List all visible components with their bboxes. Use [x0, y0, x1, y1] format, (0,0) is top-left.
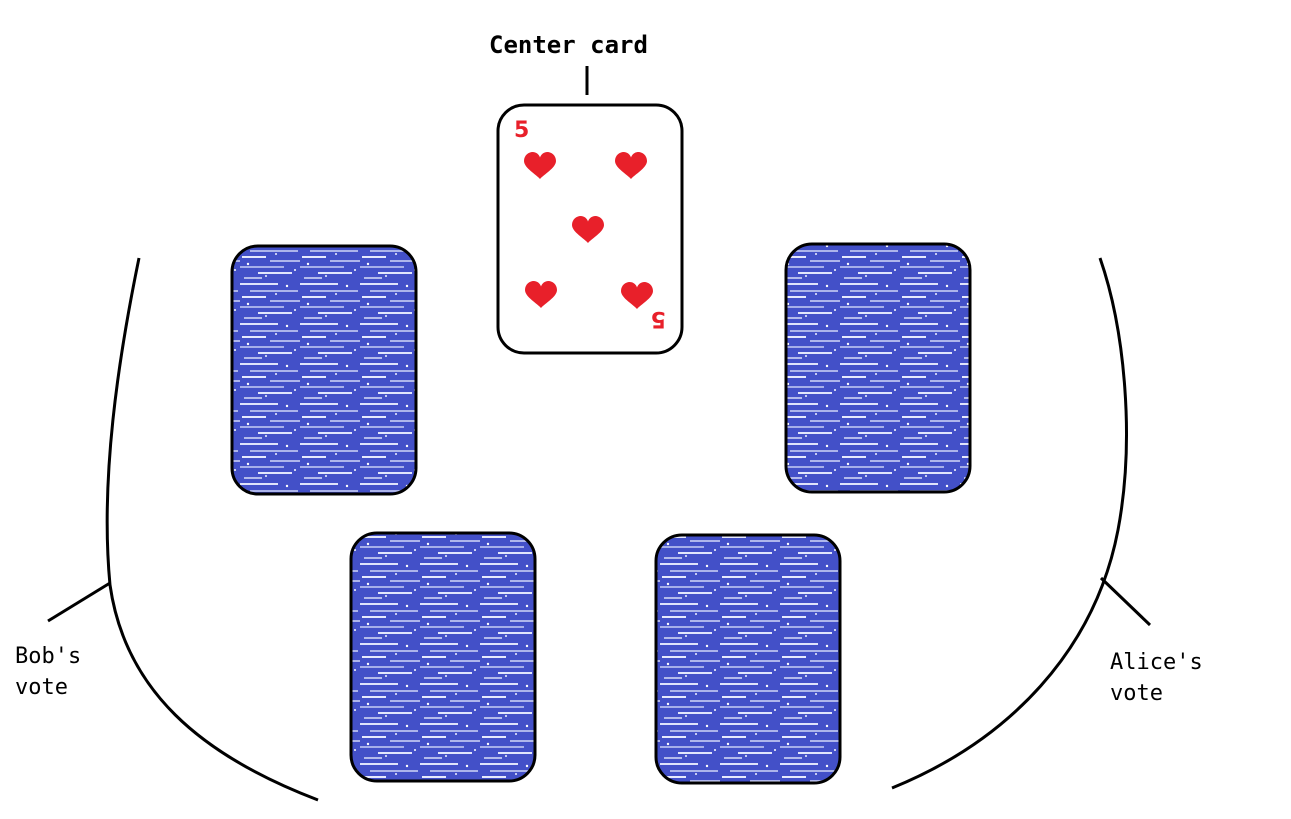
bob-vote-pointer [47, 581, 111, 623]
face-down-card-lower-left [349, 531, 537, 783]
bob-vote-bracket [105, 257, 319, 802]
face-down-card-upper-left [230, 244, 418, 496]
face-down-card-lower-right [654, 533, 842, 785]
alice-vote-label-line1: Alice's [1110, 650, 1203, 675]
bob-vote-label-line1: Bob's [15, 644, 82, 669]
face-down-card-upper-right [784, 242, 972, 494]
bob-vote-label: Bob's vote [15, 641, 81, 703]
alice-vote-pointer [1099, 576, 1152, 627]
center-card: 5 5 [496, 103, 684, 355]
card-rank-bottom: 5 [651, 306, 666, 331]
center-card-label: Center card [489, 31, 648, 59]
alice-vote-bracket [891, 257, 1128, 790]
card-rank-top: 5 [514, 118, 529, 143]
alice-vote-label-line2: vote [1110, 681, 1163, 706]
bob-vote-label-line2: vote [15, 675, 68, 700]
alice-vote-label: Alice's vote [1110, 647, 1203, 709]
